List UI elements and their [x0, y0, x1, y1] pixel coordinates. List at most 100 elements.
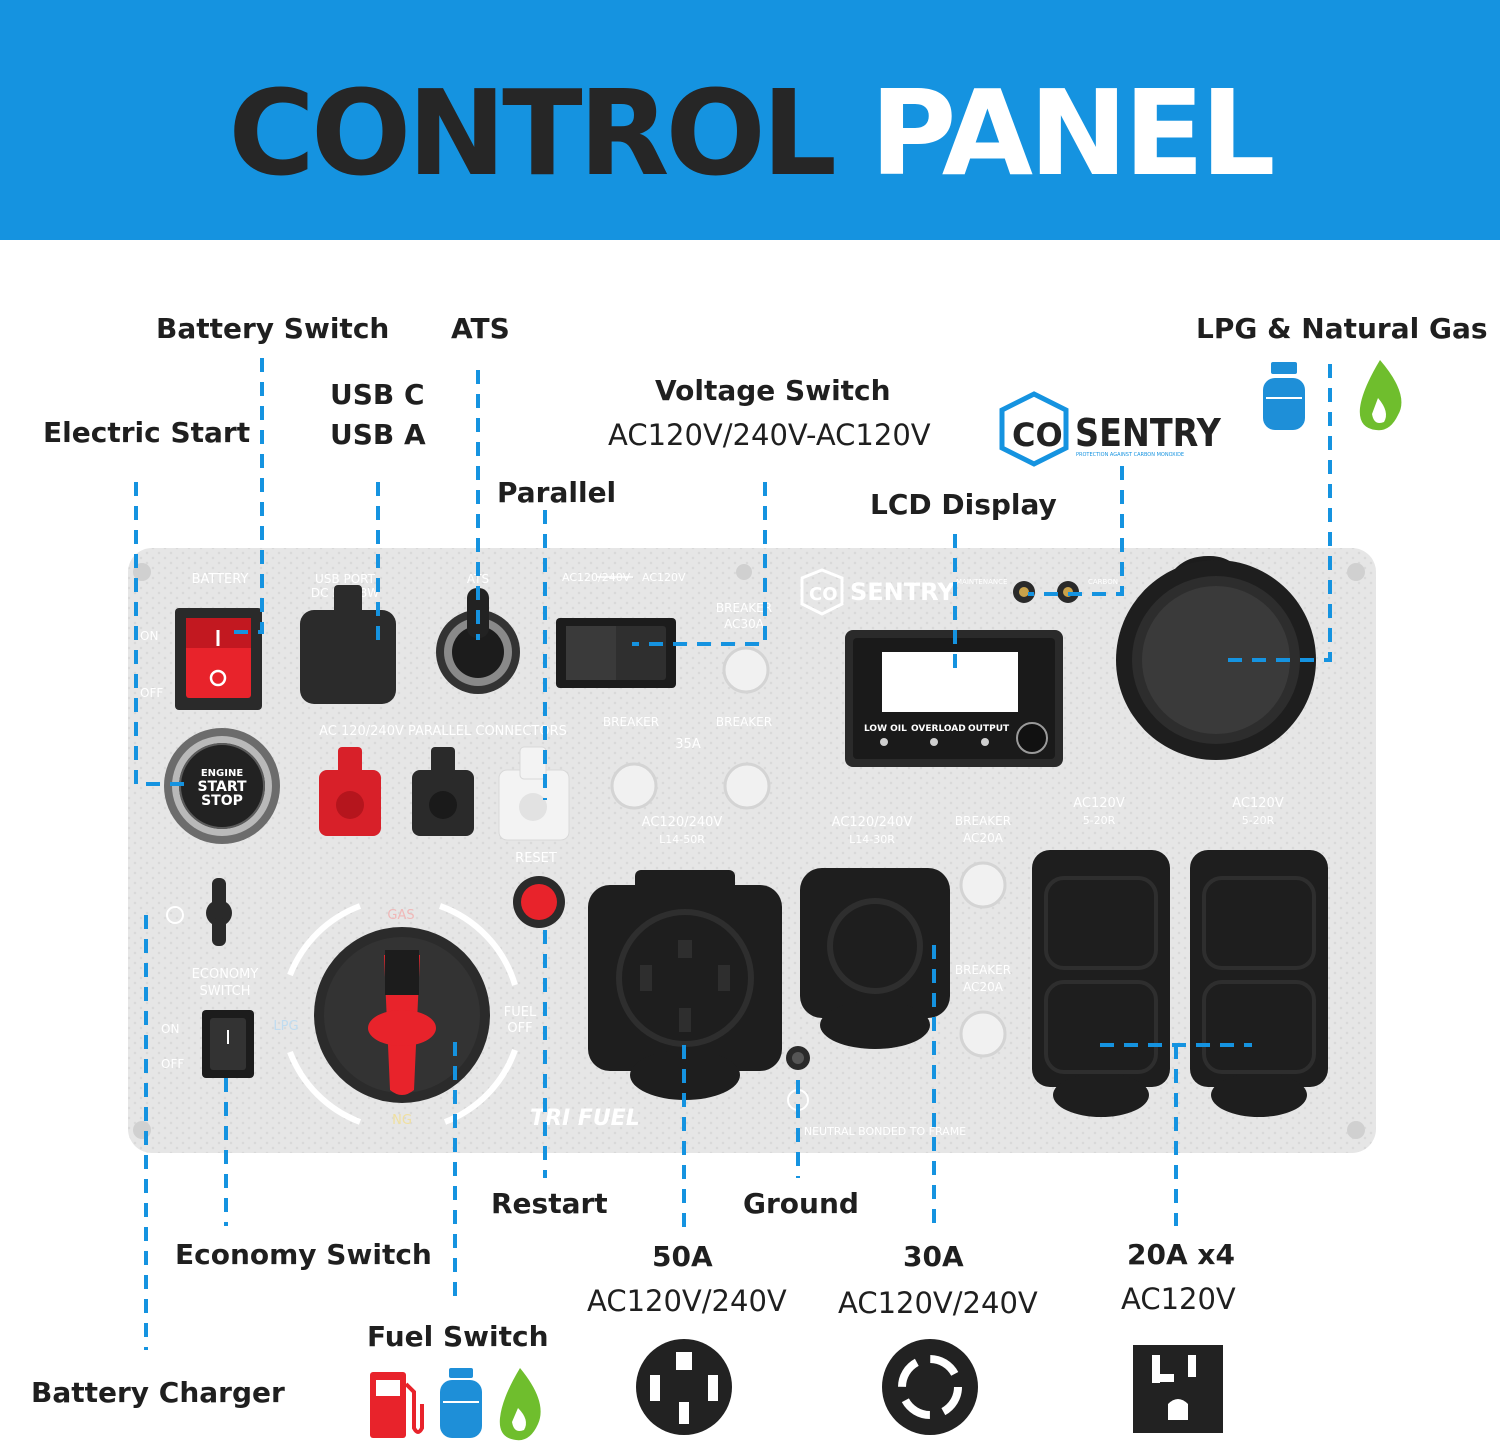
cosentry-tagline: PROTECTION AGAINST CARBON MONOXIDE	[1076, 452, 1184, 458]
label-restart: Restart	[491, 1187, 608, 1220]
panel-35a-text: 35A	[675, 737, 701, 752]
engine-start-stop-button[interactable]: ENGINE START STOP	[164, 728, 280, 844]
page-title: CONTROL PANEL	[0, 68, 1500, 198]
panel-lpg-text: LPG	[273, 1019, 298, 1034]
label-fuel-switch: Fuel Switch	[367, 1320, 549, 1353]
panel-trifuel-text: TRI FUEL	[530, 1106, 640, 1131]
panel-ac120v-2: AC120V	[1232, 796, 1284, 811]
label-usb-a: USB A	[330, 418, 426, 451]
label-battery-switch: Battery Switch	[156, 312, 390, 345]
outlet-l14-50r[interactable]: AC120/240V L14-50R	[588, 815, 782, 1100]
panel-maintenance-text: MAINTENANCE	[956, 578, 1007, 586]
label-voltage-switch: Voltage Switch	[655, 374, 891, 407]
label-ats: ATS	[451, 312, 510, 345]
cosentry-co: CO	[1012, 416, 1063, 454]
gasoline-pump-icon	[370, 1372, 424, 1438]
panel-breaker-20a-1: BREAKER	[955, 814, 1011, 828]
battery-switch[interactable]: BATTERY ON OFF	[140, 572, 262, 710]
economy-switch[interactable]: ECONOMY SWITCH ON OFF	[161, 967, 258, 1078]
label-20a-x4: 20A x4	[1127, 1238, 1235, 1271]
lpg-tank-icon	[1263, 362, 1305, 430]
panel-ac120v-1: AC120V	[1073, 796, 1125, 811]
engine-text: ENGINE	[201, 768, 243, 779]
panel-520r-2: 5-20R	[1242, 814, 1275, 827]
panel-ats-text: ATS	[467, 572, 489, 586]
cosentry-sentry: SENTRY	[1075, 412, 1222, 456]
panel-l14-50-volt: AC120/240V	[642, 815, 723, 830]
label-usb-c: USB C	[330, 378, 425, 411]
panel-parallel-text: AC 120/240V PARALLEL CONNECTORS	[319, 724, 567, 739]
title-light: PANEL	[870, 64, 1276, 202]
panel-eco-on: ON	[161, 1022, 179, 1036]
panel-ac20a-1: AC20A	[963, 831, 1004, 845]
panel-sentry-text: SENTRY	[850, 578, 955, 606]
outlet-l14-30r[interactable]: AC120/240V L14-30R	[800, 815, 950, 1049]
panel-battery-text: BATTERY	[192, 572, 249, 587]
panel-voltage-right: AC120V	[642, 571, 686, 584]
nema-5-20-symbol	[1133, 1345, 1223, 1433]
panel-l14-50-text: L14-50R	[659, 833, 705, 846]
panel-ng-text: NG	[392, 1113, 412, 1128]
reset-button[interactable]: RESET	[513, 851, 565, 928]
panel-l14-30-volt: AC120/240V	[832, 815, 913, 830]
panel-co-text: CO	[809, 584, 838, 605]
breaker-ac30a[interactable]: BREAKER AC30A	[716, 601, 772, 694]
lcd-overload: OVERLOAD	[911, 724, 966, 734]
panel-l14-30-text: L14-30R	[849, 833, 895, 846]
label-20a-sub: AC120V	[1121, 1282, 1236, 1316]
lcd-low-oil: LOW OIL	[864, 724, 907, 734]
breakers-35a[interactable]: BREAKER BREAKER 35A	[603, 715, 772, 810]
panel-on-text: ON	[140, 629, 158, 643]
start-text: START	[197, 779, 247, 795]
panel-voltage-left: AC120/240V	[562, 571, 631, 584]
usb-port-cover[interactable]: USB PORT DC 5V 18W	[300, 572, 396, 704]
panel-usb-port-text: USB PORT	[315, 572, 376, 586]
panel-fuel-text: FUEL	[504, 1005, 537, 1020]
panel-economy-text: ECONOMY	[192, 967, 259, 982]
tri-fuel-logo: TRI FUEL	[530, 1106, 640, 1131]
panel-ac20a-2: AC20A	[963, 980, 1004, 994]
label-30a: 30A	[903, 1240, 964, 1273]
panel-eco-off: OFF	[161, 1057, 184, 1071]
title-dark: CONTROL	[228, 64, 837, 202]
panel-switch-text: SWITCH	[200, 984, 251, 999]
panel-breaker-20a-2: BREAKER	[955, 963, 1011, 977]
nema-14-50-symbol	[636, 1339, 732, 1435]
panel-gas-text: GAS	[387, 908, 414, 923]
panel-fuel-off-text: OFF	[507, 1021, 532, 1036]
outlets-5-20r[interactable]: AC120V 5-20R AC120V 5-20R	[1032, 796, 1328, 1117]
lpg-tank-bottom-icon	[440, 1368, 482, 1438]
panel-reset-text: RESET	[515, 851, 557, 866]
lcd-display: LOW OIL OVERLOAD OUTPUT	[845, 630, 1063, 767]
label-30a-sub: AC120V/240V	[838, 1286, 1038, 1320]
ground-terminal[interactable]: NEUTRAL BONDED TO FRAME	[786, 1046, 966, 1138]
label-voltage-switch-sub: AC120V/240V-AC120V	[608, 418, 931, 452]
cosentry-panel-badge: CO SENTRY MAINTENANCE CARBON	[800, 568, 1118, 616]
natural-gas-bottom-icon	[499, 1368, 541, 1441]
cosentry-logo: CO SENTRY PROTECTION AGAINST CARBON MONO…	[999, 391, 1222, 467]
lcd-output: OUTPUT	[968, 724, 1010, 734]
panel-carbon-text: CARBON	[1088, 578, 1118, 586]
label-lcd-display: LCD Display	[870, 488, 1057, 521]
panel-neutral-text: NEUTRAL BONDED TO FRAME	[804, 1125, 966, 1138]
parallel-connectors[interactable]: AC 120/240V PARALLEL CONNECTORS	[319, 724, 570, 841]
fuel-switch-dial[interactable]: GAS LPG NG FUEL OFF	[273, 903, 537, 1128]
label-parallel: Parallel	[497, 476, 617, 509]
stop-text: STOP	[201, 793, 243, 809]
panel-520r-1: 5-20R	[1083, 814, 1116, 827]
label-lpg-natural-gas: LPG & Natural Gas	[1196, 312, 1488, 345]
voltage-switch[interactable]: AC120/240V AC120V	[556, 571, 686, 688]
label-50a: 50A	[652, 1240, 713, 1273]
battery-charger-jack[interactable]	[166, 878, 232, 946]
breakers-ac20a[interactable]: BREAKER AC20A BREAKER AC20A	[955, 814, 1011, 1058]
panel-off-text: OFF	[140, 686, 163, 700]
nema-l14-30-symbol	[882, 1339, 978, 1435]
panel-breaker-30a-text: BREAKER	[716, 601, 772, 615]
label-economy-switch: Economy Switch	[175, 1238, 432, 1271]
lpg-inlet-cover[interactable]	[1116, 555, 1316, 760]
panel-ac30a-text: AC30A	[724, 617, 765, 631]
label-battery-charger: Battery Charger	[31, 1376, 285, 1409]
ats-socket[interactable]: ATS	[436, 572, 520, 694]
callout-lines	[134, 358, 1332, 1350]
